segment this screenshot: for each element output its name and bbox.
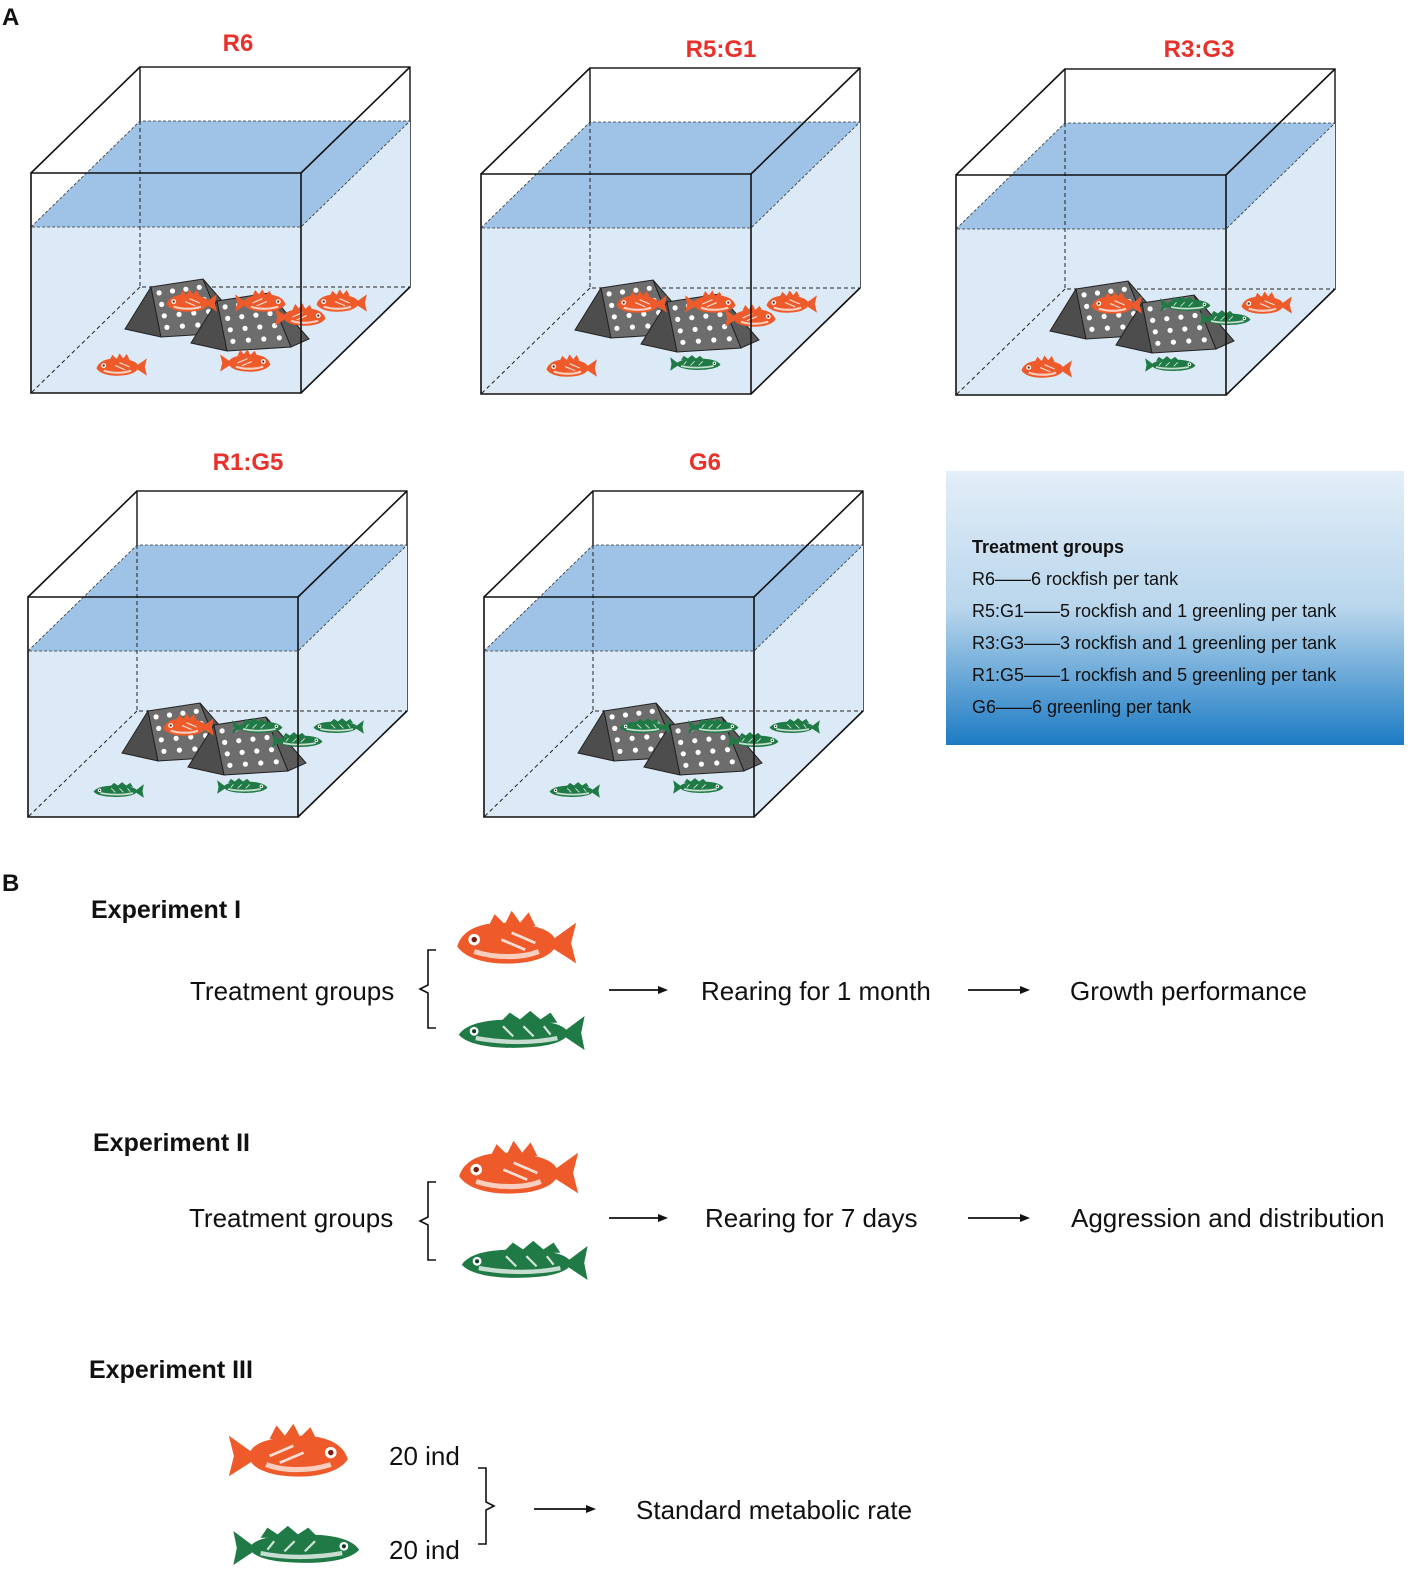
experiment-2-arrow-2 [968, 1214, 1030, 1222]
tank-1-rockfish-3 [96, 353, 147, 376]
experiment-2-greenling-icon [461, 1240, 588, 1280]
tank-2-rockfish-3 [546, 354, 597, 377]
experiment-1-arrow-1 [609, 986, 668, 994]
experiment-2-brace [418, 1181, 436, 1261]
tank-5-greenling-6 [673, 778, 724, 794]
tank-4-greenling-4 [272, 732, 323, 748]
tank-4-greenling-1 [313, 718, 364, 734]
legend-title: Treatment groups [972, 537, 1125, 557]
experiment-1-input: Treatment groups [190, 976, 395, 1006]
tank-2-rockfish-4 [685, 290, 736, 313]
tank-2-greenling-1 [670, 355, 721, 371]
experiment-2-input: Treatment groups [189, 1203, 394, 1233]
experiment-3-outcome: Standard metabolic rate [636, 1495, 913, 1525]
tank-3-greenling-1 [1160, 296, 1211, 312]
tank-3 [955, 68, 1336, 396]
experiment-1-outcome: Growth performance [1070, 976, 1307, 1006]
legend-item-r1g5: R1:G5——1 rockfish and 5 greenling per ta… [972, 665, 1337, 685]
experiment-3-greenling-icon [233, 1525, 360, 1565]
legend-item-r6: R6——6 rockfish per tank [972, 569, 1179, 589]
experiment-3-title: Experiment III [89, 1356, 253, 1384]
legend-box: Treatment groups R6——6 rockfish per tank… [946, 471, 1404, 745]
tank-4 [27, 490, 408, 818]
tank-4-greenling-2 [93, 782, 144, 798]
tank-2-rockfish-1 [616, 290, 667, 313]
tank-1-rockfish-1 [166, 289, 217, 312]
experiment-1-rockfish-icon [457, 910, 577, 964]
tank-4-greenling-5 [217, 778, 268, 794]
tank-1 [30, 66, 411, 394]
panel-b-label: B [2, 870, 20, 897]
experiment-3-brace [478, 1467, 496, 1545]
tank-1-rockfish-2 [316, 289, 367, 312]
experiment-3-rockfish-icon [228, 1423, 348, 1477]
tank-5-greenling-5 [728, 732, 779, 748]
tank-5-greenling-2 [769, 718, 820, 734]
experiment-2-rockfish-icon [459, 1140, 579, 1194]
tank-1-rockfish-6 [220, 349, 271, 372]
tank-2 [480, 67, 861, 395]
tank-3-rockfish-1 [1091, 291, 1142, 314]
experiment-1-step: Rearing for 1 month [701, 976, 931, 1006]
tank-5-greenling-3 [549, 782, 600, 798]
tank-3-greenling-3 [1145, 356, 1196, 372]
legend-item-g6: G6——6 greenling per tank [972, 697, 1192, 717]
tank-title-r6: R6 [222, 30, 254, 57]
tank-2-rockfish-5 [725, 304, 776, 327]
tank-2-rockfish-2 [766, 290, 817, 313]
tank-5 [483, 490, 864, 818]
tanks-illustration [27, 66, 1336, 818]
tank-title-r5g1: R5:G1 [685, 36, 757, 63]
tank-3-greenling-2 [1200, 310, 1251, 326]
legend-item-r3g3: R3:G3——3 rockfish and 1 greenling per ta… [972, 633, 1337, 653]
experiment-2-arrow-1 [609, 1214, 668, 1222]
tank-title-g6: G6 [688, 449, 721, 476]
tank-4-rockfish-1 [163, 713, 214, 736]
legend-item-r5g1: R5:G1——5 rockfish and 1 greenling per ta… [972, 601, 1337, 621]
tank-1-rockfish-4 [235, 289, 286, 312]
tank-5-greenling-4 [688, 718, 739, 734]
experiment-2-title: Experiment II [93, 1129, 250, 1157]
tank-3-rockfish-3 [1021, 355, 1072, 378]
panel-a-label: A [2, 4, 20, 31]
experiment-2-outcome: Aggression and distribution [1071, 1203, 1385, 1233]
experiment-1-greenling-icon [458, 1010, 585, 1050]
tank-title-r1g5: R1:G5 [212, 449, 284, 476]
experiment-1-title: Experiment I [91, 896, 242, 924]
tank-4-greenling-3 [232, 718, 283, 734]
tank-title-r3g3: R3:G3 [1163, 36, 1235, 63]
experiment-1-brace [418, 949, 436, 1029]
experiment-3-greenling-count: 20 ind [389, 1535, 460, 1565]
experiment-flow-graphics [228, 910, 1030, 1565]
experiment-3-arrow [534, 1505, 596, 1513]
experiment-2-step: Rearing for 7 days [705, 1203, 918, 1233]
tank-1-rockfish-5 [275, 303, 326, 326]
experiment-1-arrow-2 [968, 986, 1030, 994]
tank-5-greenling-1 [619, 718, 670, 734]
experiment-3-rockfish-count: 20 ind [389, 1441, 460, 1471]
tank-3-rockfish-2 [1241, 291, 1292, 314]
